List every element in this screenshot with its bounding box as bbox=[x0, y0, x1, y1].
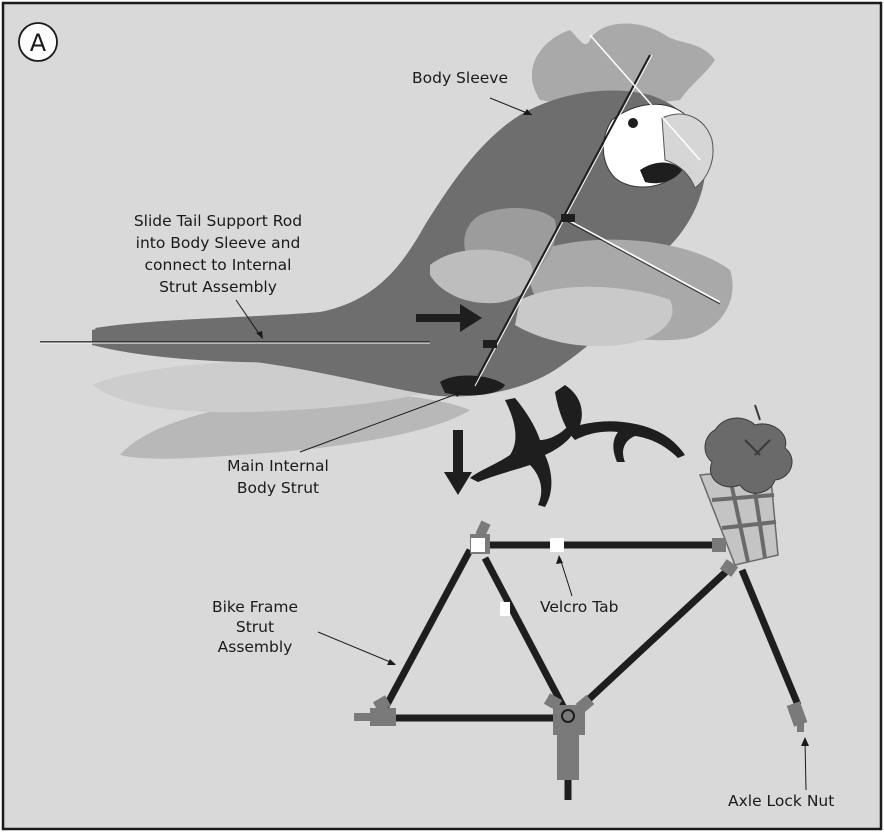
label-bike-line-1: Bike Frame bbox=[212, 598, 298, 616]
label-bike-line-3: Assembly bbox=[218, 638, 293, 656]
joint-rear-axle bbox=[354, 713, 372, 721]
label-velcro: Velcro Tab bbox=[540, 598, 618, 616]
bottom-bracket-pin bbox=[562, 710, 574, 722]
velcro-tab-top-left bbox=[471, 538, 485, 552]
label-strut-line-1: Main Internal bbox=[227, 457, 329, 475]
strut-clip-upper bbox=[561, 214, 575, 222]
label-bike-line-2: Strut bbox=[236, 618, 274, 636]
parrot-eye bbox=[628, 118, 638, 128]
joint-post bbox=[557, 730, 579, 780]
label-body-sleeve: Body Sleeve bbox=[412, 69, 508, 87]
label-tail-line-4: Strut Assembly bbox=[159, 278, 277, 296]
joint-top-right bbox=[712, 538, 726, 552]
strut-clip-lower bbox=[483, 340, 497, 348]
step-letter: A bbox=[30, 29, 47, 57]
step-badge: A bbox=[19, 23, 57, 61]
velcro-tab-top bbox=[550, 538, 564, 552]
label-axle: Axle Lock Nut bbox=[728, 792, 834, 810]
joint-rear bbox=[370, 708, 396, 726]
label-strut-line-2: Body Strut bbox=[237, 479, 319, 497]
joint-fork-tip bbox=[797, 722, 804, 732]
label-tail-line-2: into Body Sleeve and bbox=[136, 234, 301, 252]
label-tail-line-3: connect to Internal bbox=[145, 256, 292, 274]
velcro-tab-side bbox=[500, 602, 510, 616]
label-tail-line-1: Slide Tail Support Rod bbox=[134, 212, 302, 230]
